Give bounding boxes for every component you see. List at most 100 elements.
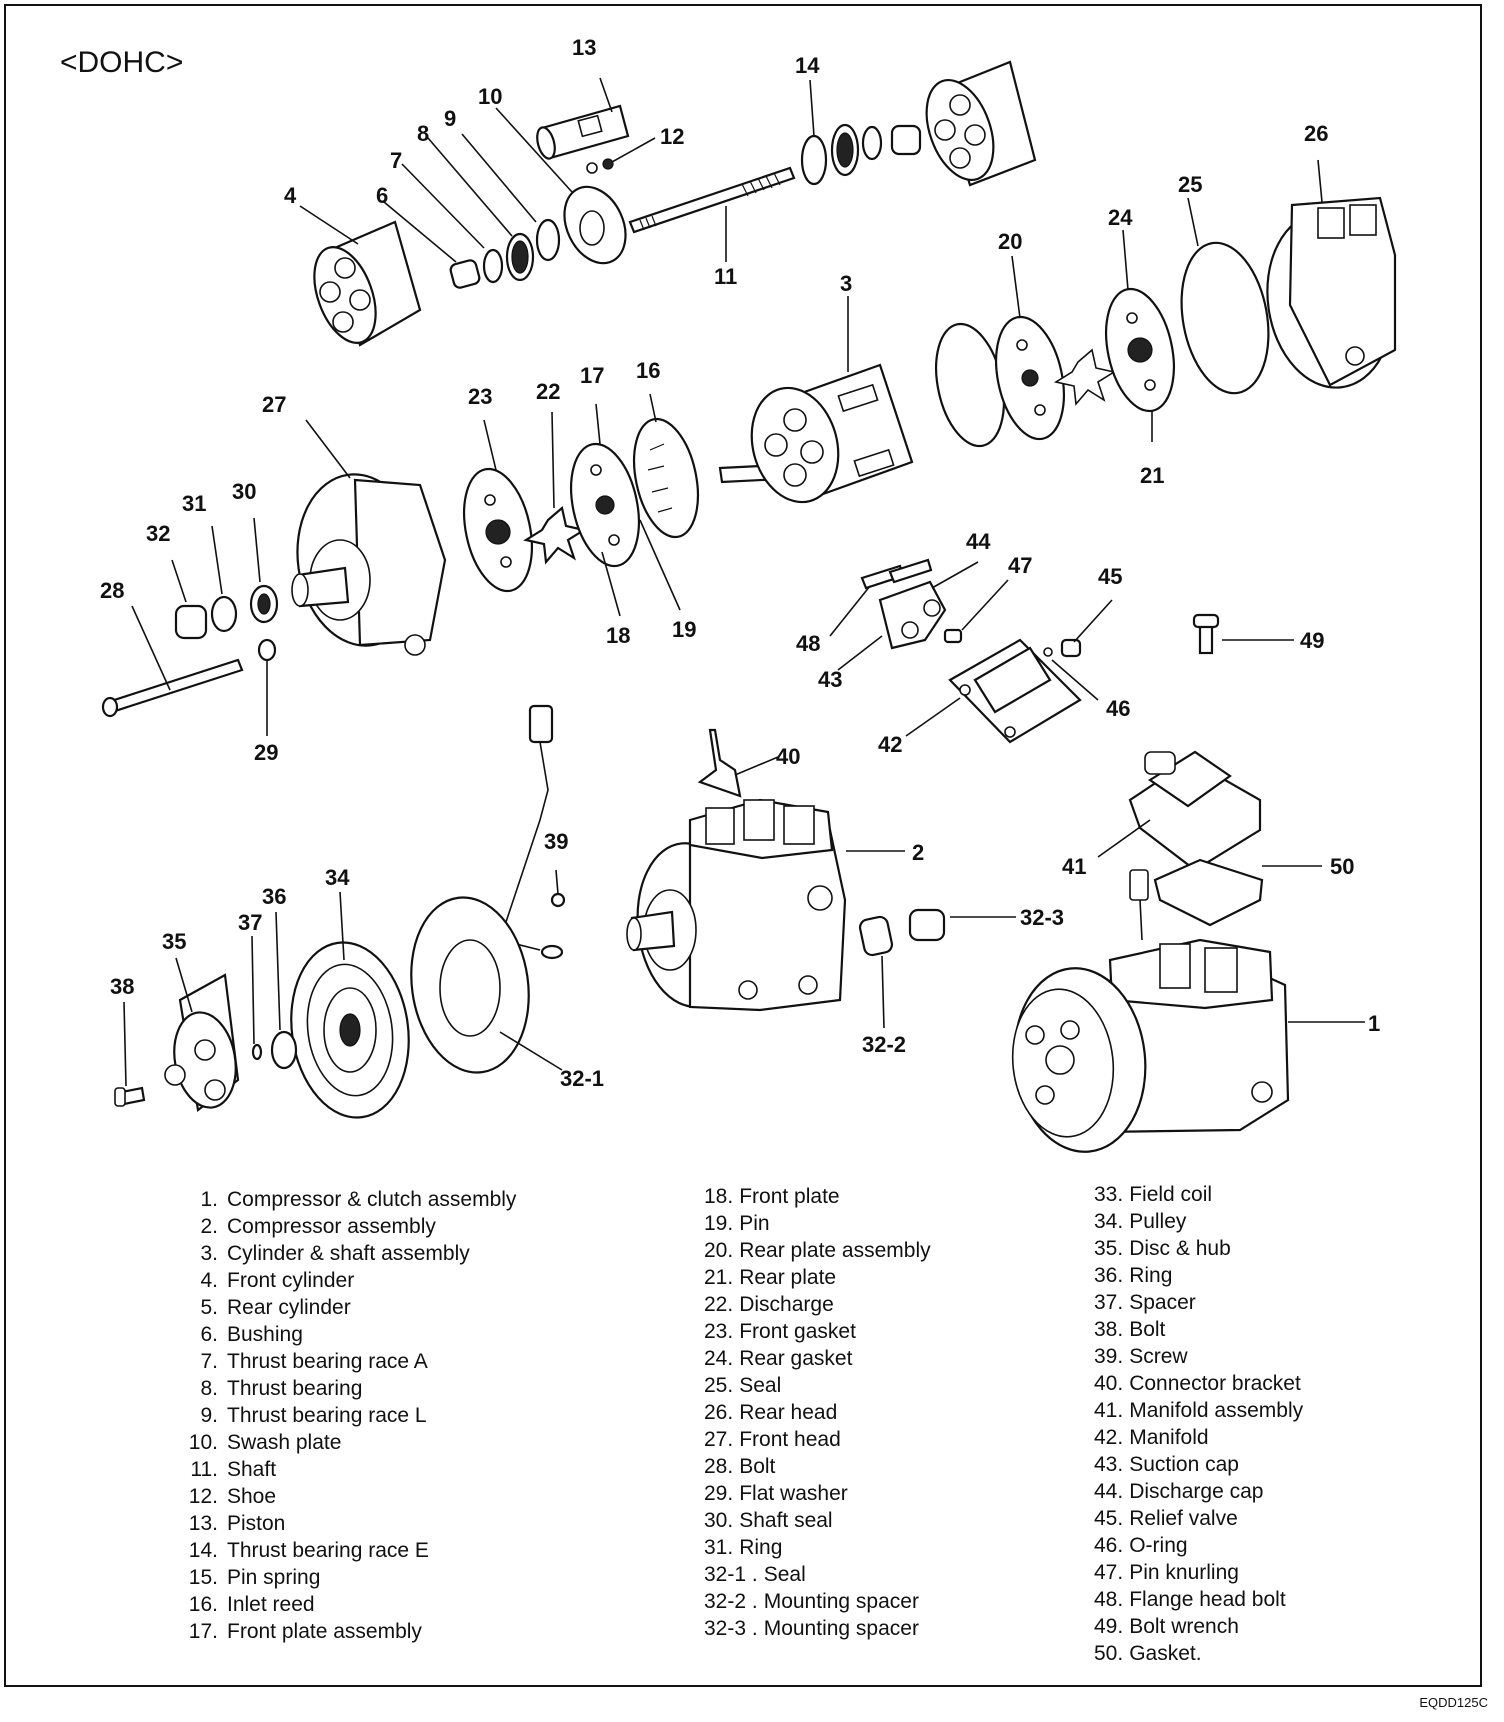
bolt-38: [114, 1086, 146, 1107]
callout-50: 50: [1330, 854, 1354, 879]
legend-item-text: Spacer: [1129, 1291, 1196, 1314]
legend-item: 11.Shaft: [178, 1456, 516, 1483]
gasket-50: [1153, 858, 1264, 927]
legend-item: 29.Flat washer: [704, 1480, 931, 1507]
legend-item: 35.Disc & hub: [1094, 1235, 1303, 1262]
thrust-bearing-8: [505, 232, 535, 282]
legend-item-number: 36.: [1094, 1264, 1124, 1287]
callout-7: 7: [390, 148, 402, 173]
legend-item-text: Ring: [1129, 1264, 1173, 1287]
front-plate-assembly-17: [570, 442, 640, 568]
legend-item-text: Gasket.: [1129, 1642, 1202, 1665]
legend-item-text: Thrust bearing race A: [227, 1350, 428, 1373]
compressor-clutch-assembly-1: [1011, 869, 1290, 1153]
legend-item-number: 27.: [704, 1428, 734, 1451]
thrust-race-a-7: [482, 248, 504, 284]
legend-item: 49.Bolt wrench: [1094, 1613, 1303, 1640]
legend-item-number: 6.: [200, 1323, 218, 1346]
rear-head-26: [1266, 196, 1397, 389]
legend-item-number: 40.: [1094, 1372, 1124, 1395]
legend-item-text: O-ring: [1129, 1534, 1188, 1557]
legend-item-number: 1.: [200, 1188, 218, 1211]
figure-code: EQDD125C: [1419, 1695, 1488, 1710]
callout-21: 21: [1140, 463, 1164, 488]
legend-item: 10.Swash plate: [178, 1429, 516, 1456]
callout-25: 25: [1178, 172, 1202, 197]
legend-item-number: 29.: [704, 1482, 734, 1505]
legend-item-number: 15.: [188, 1566, 218, 1589]
engine-variant-title: <DOHC>: [60, 46, 184, 79]
legend-item-text: Pulley: [1129, 1210, 1187, 1233]
swash-plate-10: [563, 185, 627, 265]
callout-32-1: 32-1: [560, 1066, 604, 1091]
legend-item-text: Rear plate assembly: [739, 1239, 931, 1262]
legend-item-number: 12.: [188, 1485, 218, 1508]
legend-item-text: Rear cylinder: [227, 1296, 351, 1319]
legend-item-text: Seal: [739, 1374, 782, 1397]
shaft-11: [628, 166, 796, 234]
callout-16: 16: [636, 358, 660, 383]
legend-item-number: 45.: [1094, 1507, 1124, 1530]
legend-item: 50.Gasket.: [1094, 1640, 1303, 1667]
legend-item-number: 14.: [188, 1539, 218, 1562]
legend-item-text: Pin knurling: [1129, 1561, 1239, 1584]
leader-lines: [123, 77, 1365, 1087]
callout-44: 44: [966, 529, 991, 554]
callout-27: 27: [262, 392, 286, 417]
callout-47: 47: [1008, 553, 1032, 578]
legend-item: 48.Flange head bolt: [1094, 1586, 1303, 1613]
legend-item-text: Bolt wrench: [1129, 1615, 1239, 1638]
legend-item-text: Relief valve: [1129, 1507, 1238, 1530]
legend-item-text: Mounting spacer: [763, 1617, 919, 1640]
callout-18: 18: [606, 623, 630, 648]
legend-item: 41.Manifold assembly: [1094, 1397, 1303, 1424]
callout-37: 37: [238, 910, 262, 935]
legend-item: 7. Thrust bearing race A: [178, 1348, 516, 1375]
legend-item-text: Swash plate: [227, 1431, 342, 1454]
legend-item: 9.Thrust bearing race L: [178, 1402, 516, 1429]
callout-3: 3: [840, 271, 852, 296]
legend-item-text: Front head: [739, 1428, 841, 1451]
legend-item-number: 16.: [188, 1593, 218, 1616]
legend-item: 42.Manifold: [1094, 1424, 1303, 1451]
callout-24: 24: [1108, 205, 1133, 230]
legend-item-number: 18.: [704, 1185, 734, 1208]
legend-item-text: Front gasket: [739, 1320, 856, 1343]
callout-29: 29: [254, 740, 278, 765]
legend-item: 37.Spacer: [1094, 1289, 1303, 1316]
callout-13: 13: [572, 35, 596, 60]
legend-item-text: Shoe: [227, 1485, 277, 1508]
callout-23: 23: [468, 384, 492, 409]
legend-item-number: 7.: [200, 1350, 218, 1373]
legend-item: 45.Relief valve: [1094, 1505, 1303, 1532]
callout-30: 30: [232, 479, 256, 504]
callout-26: 26: [1304, 121, 1328, 146]
legend-item-text: Discharge: [739, 1293, 834, 1316]
figure-frame: [4, 4, 1482, 1687]
legend-item: 30.Shaft seal: [704, 1507, 931, 1534]
callout-43: 43: [818, 667, 842, 692]
legend-item: 32-1 .Seal: [704, 1561, 931, 1588]
legend-item-number: 22.: [704, 1293, 734, 1316]
legend-item-text: Pin: [739, 1212, 770, 1235]
legend-item: 5.Rear cylinder: [178, 1294, 516, 1321]
legend-item-number: 38.: [1094, 1318, 1124, 1341]
legend-item-number: 11.: [190, 1458, 218, 1481]
legend-item-text: Front plate: [739, 1185, 840, 1208]
ring-31: [210, 595, 238, 633]
callout-42: 42: [878, 732, 902, 757]
legend-item-text: Rear gasket: [739, 1347, 853, 1370]
legend-item-number: 49.: [1094, 1615, 1124, 1638]
pulley-34: [290, 941, 410, 1119]
callout-36: 36: [262, 884, 286, 909]
legend-item-text: Flange head bolt: [1129, 1588, 1286, 1611]
legend-item-text: Flat washer: [739, 1482, 848, 1505]
callout-22: 22: [536, 379, 560, 404]
legend-item: 47.Pin knurling: [1094, 1559, 1303, 1586]
connector-bracket-40: [697, 728, 742, 798]
legend-item-number: 32-3 .: [704, 1617, 758, 1640]
legend-item-number: 21.: [704, 1266, 734, 1289]
legend-item-number: 50.: [1094, 1642, 1124, 1665]
callout-1: 1: [1368, 1011, 1380, 1036]
piston-13: [536, 104, 630, 160]
